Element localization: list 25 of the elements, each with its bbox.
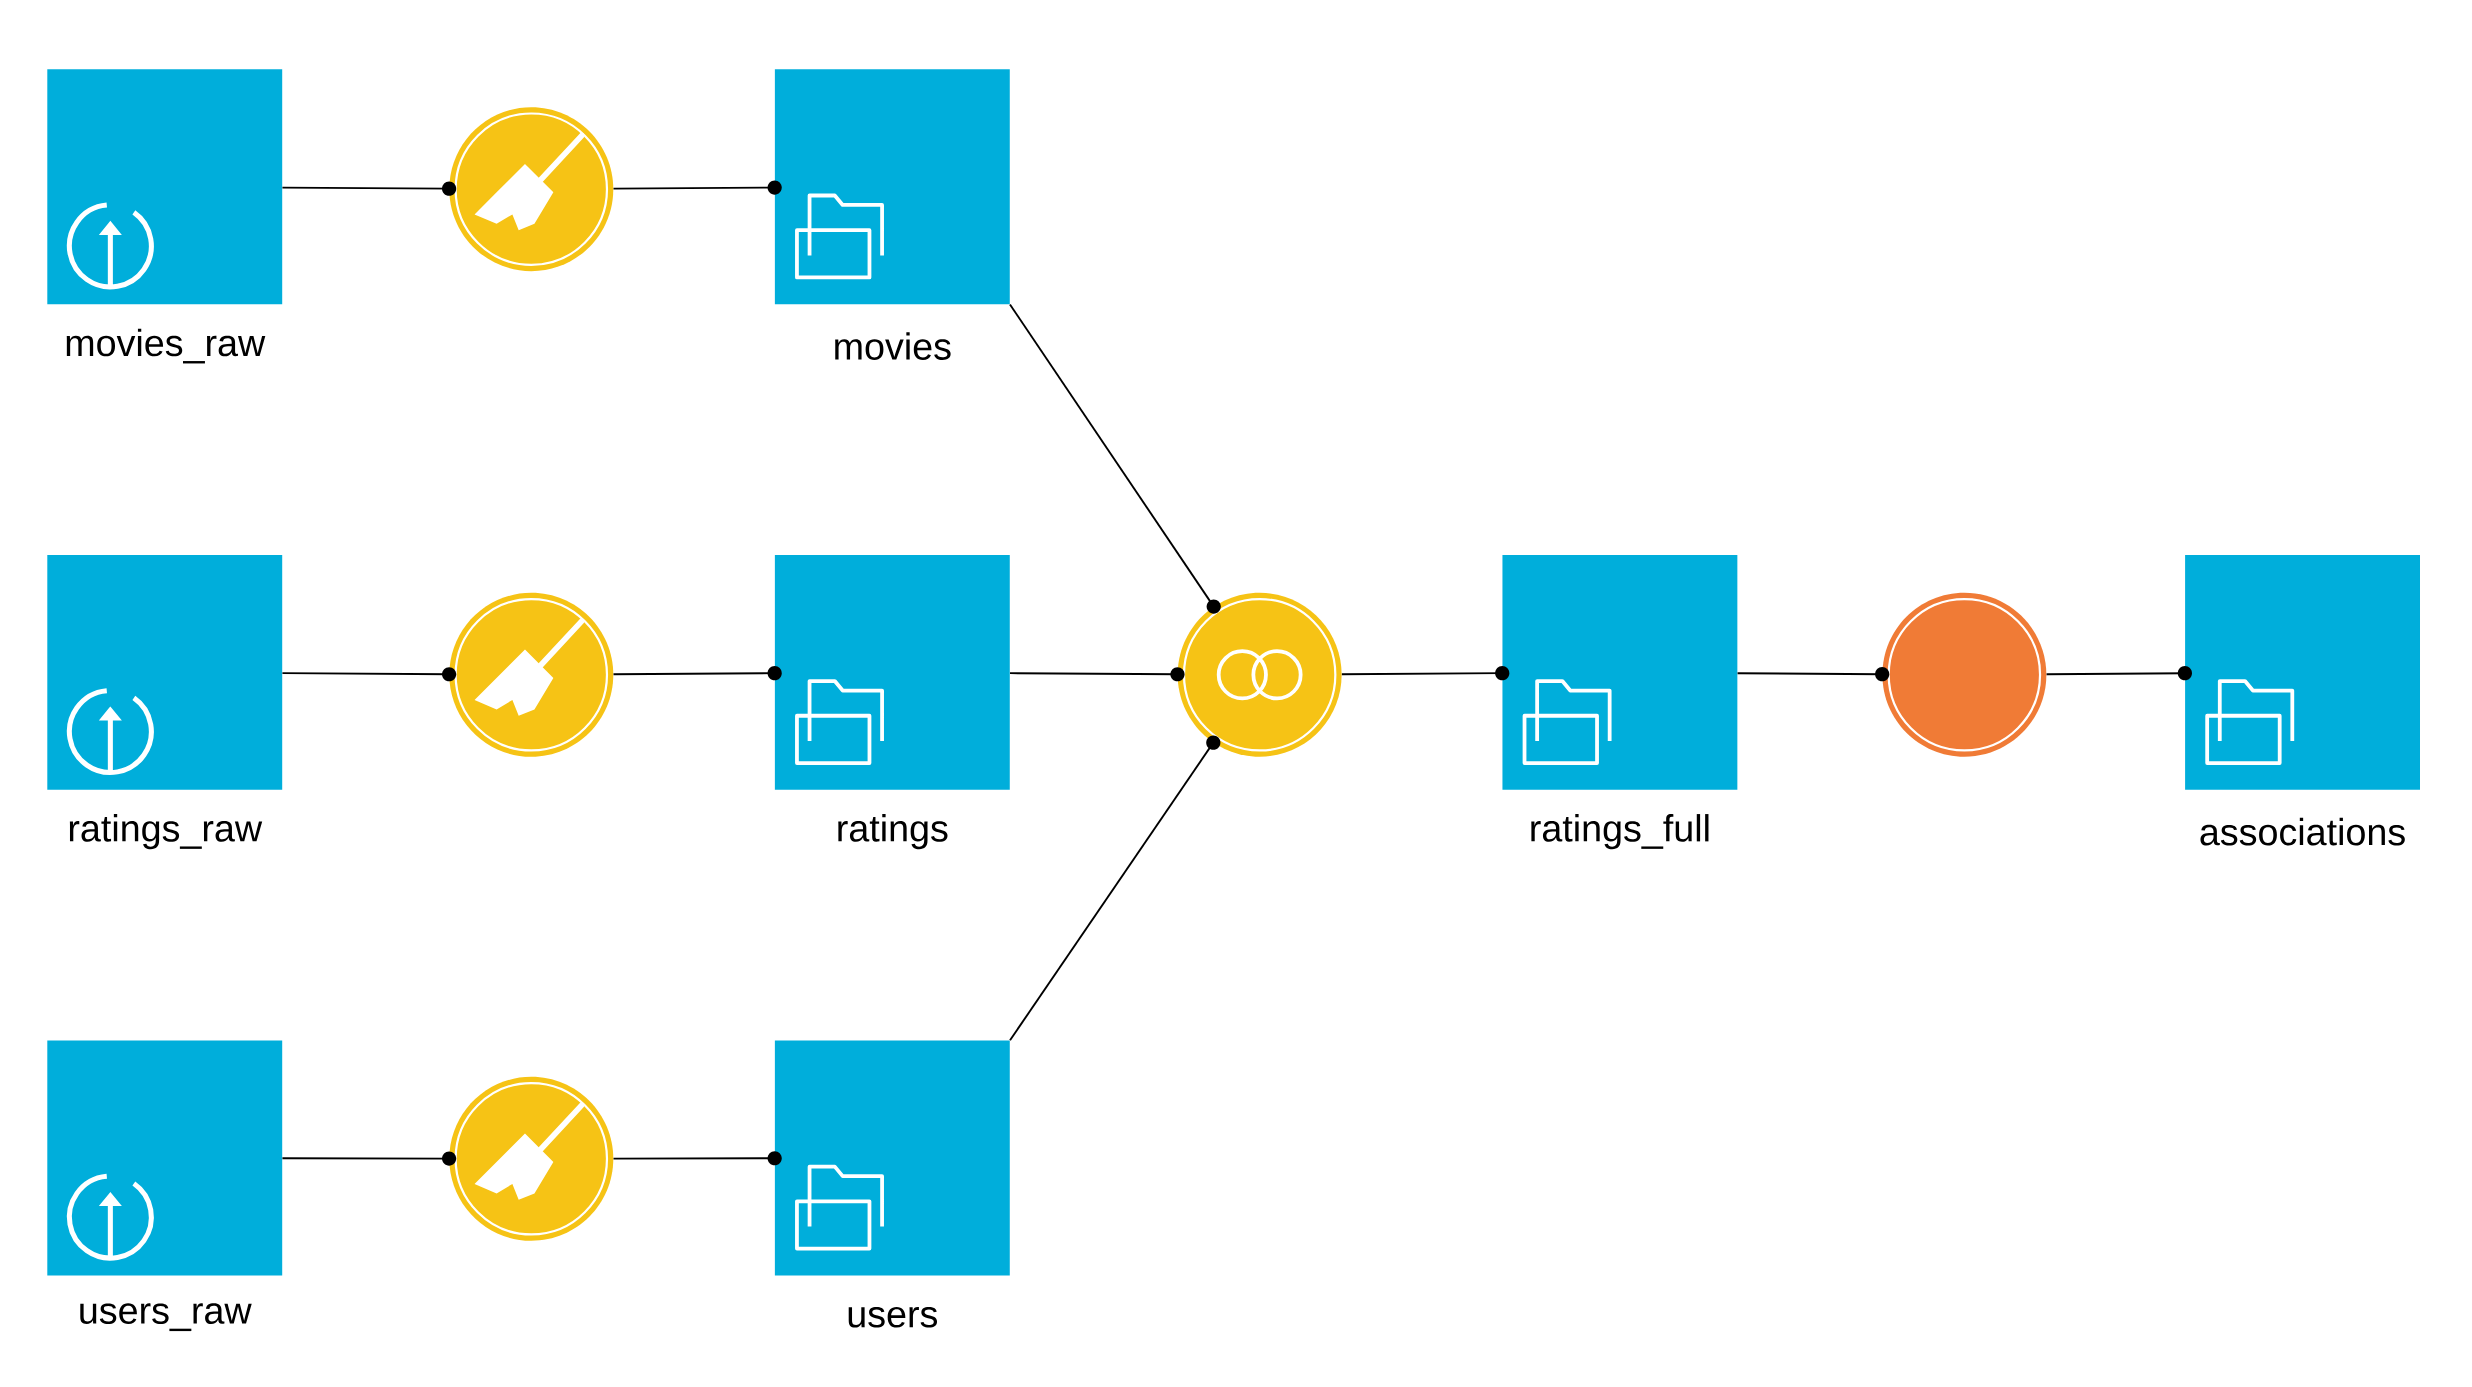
dataset-label: associations <box>2200 817 2405 846</box>
connector <box>612 665 782 681</box>
dataset-label: ratings_raw <box>69 813 263 849</box>
connector <box>1009 666 1185 682</box>
connector <box>281 181 457 196</box>
dataset-label: movies <box>835 332 951 360</box>
cleaning-recipe-circle <box>449 1076 614 1241</box>
dataset-label: users_raw <box>80 1303 252 1331</box>
connector <box>1736 666 1890 682</box>
dataset-label: ratings <box>838 813 948 849</box>
connector <box>1340 665 1510 681</box>
connector <box>612 1150 782 1166</box>
connector <box>2045 665 2192 681</box>
connector <box>281 1151 457 1166</box>
code-recipe-circle <box>1882 592 2047 757</box>
dataset-label: movies_raw <box>66 328 266 364</box>
cleaning-recipe-circle <box>449 107 614 271</box>
connector <box>1009 735 1221 1042</box>
dataset-label: ratings_full <box>1531 813 1709 849</box>
connector <box>1009 303 1221 614</box>
connector <box>281 666 457 682</box>
join-recipe-circle <box>1177 592 1342 757</box>
cleaning-recipe-circle <box>449 592 614 757</box>
connector <box>612 180 782 195</box>
dataset-label: users <box>848 1306 938 1328</box>
